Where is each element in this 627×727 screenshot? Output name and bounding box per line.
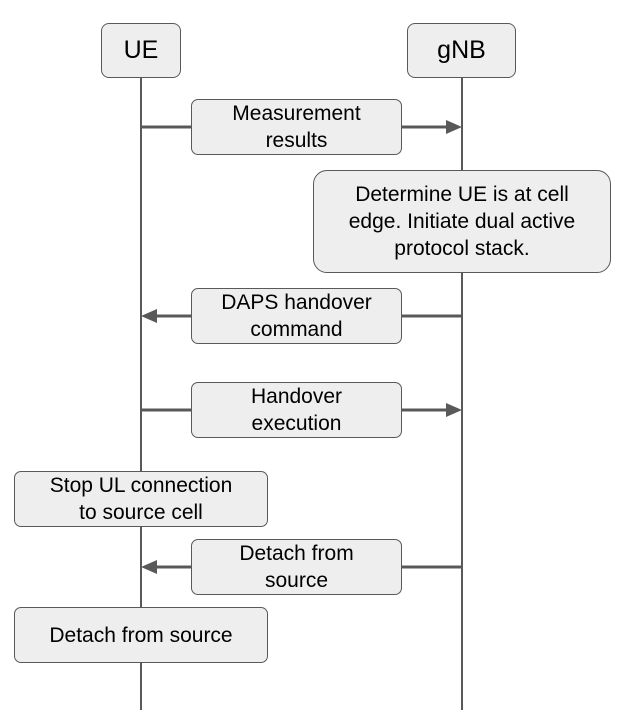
note-gnb-cell-edge: Determine UE is at cell edge. Initiate d… <box>313 170 611 273</box>
handover-execution-arrowhead <box>446 403 462 417</box>
note-ue-stop-ul: Stop UL connection to source cell <box>14 471 268 527</box>
note-label: Stop UL connection to source cell <box>49 474 233 524</box>
measurement-results-arrowhead <box>446 120 462 134</box>
daps-handover-arrowhead <box>141 309 157 323</box>
message-label: Measurement results <box>232 102 361 152</box>
message-label: Handover execution <box>250 385 343 435</box>
message-label: DAPS handover command <box>221 291 372 341</box>
note-ue-detach: Detach from source <box>14 607 268 663</box>
message-detach-from-source: Detach from source <box>191 539 402 595</box>
message-daps-handover-command: DAPS handover command <box>191 288 402 344</box>
actor-gnb: gNB <box>407 23 516 78</box>
detach-arrowhead <box>141 560 157 574</box>
message-measurement-results: Measurement results <box>191 99 402 155</box>
actor-ue-label: UE <box>123 36 159 64</box>
message-handover-execution: Handover execution <box>191 382 402 438</box>
note-label: Detach from source <box>49 623 233 647</box>
note-label: Determine UE is at cell edge. Initiate d… <box>348 183 576 260</box>
actor-ue: UE <box>101 23 181 78</box>
actor-gnb-label: gNB <box>437 36 486 64</box>
message-label: Detach from source <box>239 542 354 592</box>
